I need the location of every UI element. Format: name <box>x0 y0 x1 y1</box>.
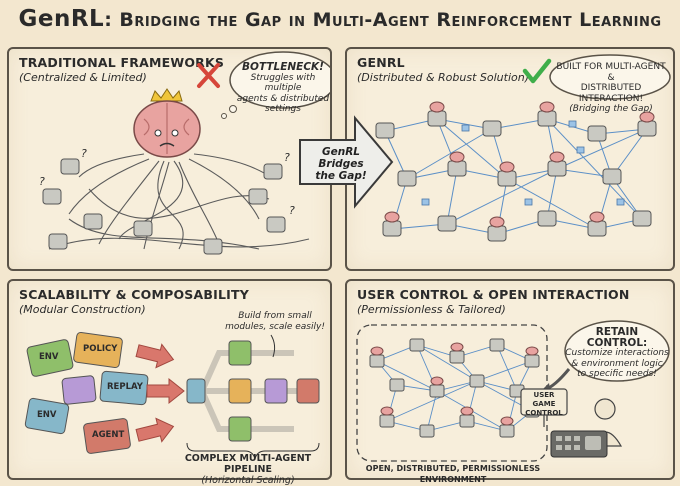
distributed-network-illustration <box>375 54 671 242</box>
bridge-line-2: Bridges <box>318 158 364 170</box>
retain-control-bubble <box>564 320 670 382</box>
puzzle-env-2 <box>24 397 70 435</box>
modules-note: Build from small modules, scale easily! <box>224 311 326 332</box>
bottleneck-bubble-text: BOTTLENECK! Struggles with multiple agen… <box>235 62 331 115</box>
svg-text:?: ? <box>81 147 87 160</box>
puzzle-agent <box>83 418 131 454</box>
question-marks: ???? <box>39 147 295 217</box>
bubble-line-1: Struggles with multiple <box>250 72 316 94</box>
brain-icon <box>133 100 201 158</box>
bubble-sub: (Bridging the Gap) <box>569 104 653 114</box>
panel-subheading: (Distributed & Robust Solution) <box>357 71 529 84</box>
puzzle-label-policy: POLICY <box>83 344 118 354</box>
puzzle-env-1 <box>26 339 74 377</box>
brain-nodes <box>370 342 539 426</box>
title-rest: : Bridging the Gap in Multi-Agent Reinfo… <box>104 9 662 31</box>
panel-subheading: (Centralized & Limited) <box>19 71 147 84</box>
environment-footer: OPEN, DISTRIBUTED, PERMISSIONLESS ENVIRO… <box>365 464 541 484</box>
bubble-line-2: agents & distributed <box>236 93 330 104</box>
retain-line-3: to specific needs! <box>577 369 657 379</box>
bubble-title: BOTTLENECK! <box>242 61 324 73</box>
sign-line-2: CONTROL <box>525 409 563 417</box>
panel-heading: SCALABILITY & COMPOSABILITY <box>19 287 249 302</box>
check-icon <box>522 58 552 84</box>
panel-genrl: GENRL (Distributed & Robust Solution) <box>345 47 675 271</box>
panel-user-control: USER CONTROL & OPEN INTERACTION (Permiss… <box>345 279 675 484</box>
data-packets <box>421 120 625 206</box>
panel-heading: TRADITIONAL FRAMEWORKS <box>19 55 225 70</box>
robot-nodes <box>375 110 657 242</box>
caption-sub: (Horizontal Scaling) <box>201 475 295 486</box>
retain-control-text: RETAIN CONTROL: Customize interactions &… <box>565 327 669 380</box>
title-brand: GenRL <box>18 6 105 32</box>
svg-text:?: ? <box>289 204 295 217</box>
puzzle-label-replay: REPLAY <box>107 382 143 392</box>
main-title: GenRL: Bridging the Gap in Multi-Agent R… <box>0 6 680 32</box>
bridge-arrow-text: GenRL Bridges the Gap! <box>302 146 380 182</box>
control-sign-text: USER GAME CONTROL <box>521 391 567 418</box>
feed-arrows <box>135 343 185 443</box>
bubble-line-2: DISTRIBUTED INTERACTION! <box>578 83 644 104</box>
note-line-1: Build from small <box>238 311 312 321</box>
puzzle-pieces <box>24 331 149 454</box>
retain-line-2: & environment logic <box>571 358 663 369</box>
puzzle-replay-left <box>61 375 97 405</box>
speech-bubble <box>549 54 671 100</box>
pipeline-caption: COMPLEX MULTI-AGENT PIPELINE (Horizontal… <box>167 453 329 486</box>
puzzle-label-env-2: ENV <box>37 410 57 420</box>
environment-boundary <box>356 324 548 462</box>
robot-nodes <box>369 338 540 438</box>
puzzle-label-agent: AGENT <box>92 430 125 440</box>
user-at-console-icon <box>550 398 623 458</box>
crown-icon <box>150 88 183 102</box>
caption-title: COMPLEX MULTI-AGENT PIPELINE <box>184 453 312 475</box>
note-pointer <box>270 334 276 358</box>
centralized-illustration: ???? <box>39 51 330 255</box>
pipeline-illustration <box>24 331 320 460</box>
genrl-bubble-text: BUILT FOR MULTI-AGENT & DISTRIBUTED INTE… <box>552 62 670 115</box>
svg-text:?: ? <box>284 151 290 164</box>
pipeline-modules <box>186 340 320 442</box>
thought-bubble <box>229 51 330 109</box>
svg-text:?: ? <box>39 175 45 188</box>
bubble-line-3: settings <box>265 104 301 114</box>
panel-traditional-frameworks: TRADITIONAL FRAMEWORKS (Centralized & Li… <box>7 47 332 271</box>
robot-agents <box>42 158 286 255</box>
panel-subheading: (Permissionless & Tailored) <box>357 303 506 316</box>
caption-brace <box>186 442 320 460</box>
brain-nodes <box>384 101 655 228</box>
puzzle-policy <box>73 331 123 369</box>
puzzle-label-env-1: ENV <box>39 352 59 362</box>
bridge-line-3: the Gap! <box>315 170 367 182</box>
panel-subheading: (Modular Construction) <box>19 303 146 316</box>
open-network-illustration <box>356 320 670 462</box>
note-line-2: modules, scale easily! <box>225 321 325 332</box>
bubble-line-1: BUILT FOR MULTI-AGENT & <box>556 62 666 83</box>
sign-line-1: USER GAME <box>532 391 556 408</box>
panel-scalability: SCALABILITY & COMPOSABILITY (Modular Con… <box>7 279 332 486</box>
retain-title: RETAIN CONTROL: <box>586 326 648 349</box>
bridge-line-1: GenRL <box>322 146 360 158</box>
retain-line-1: Customize interactions <box>565 348 669 358</box>
panel-heading: GENRL <box>357 55 405 70</box>
panel-heading: USER CONTROL & OPEN INTERACTION <box>357 287 630 302</box>
cross-icon <box>197 63 220 88</box>
